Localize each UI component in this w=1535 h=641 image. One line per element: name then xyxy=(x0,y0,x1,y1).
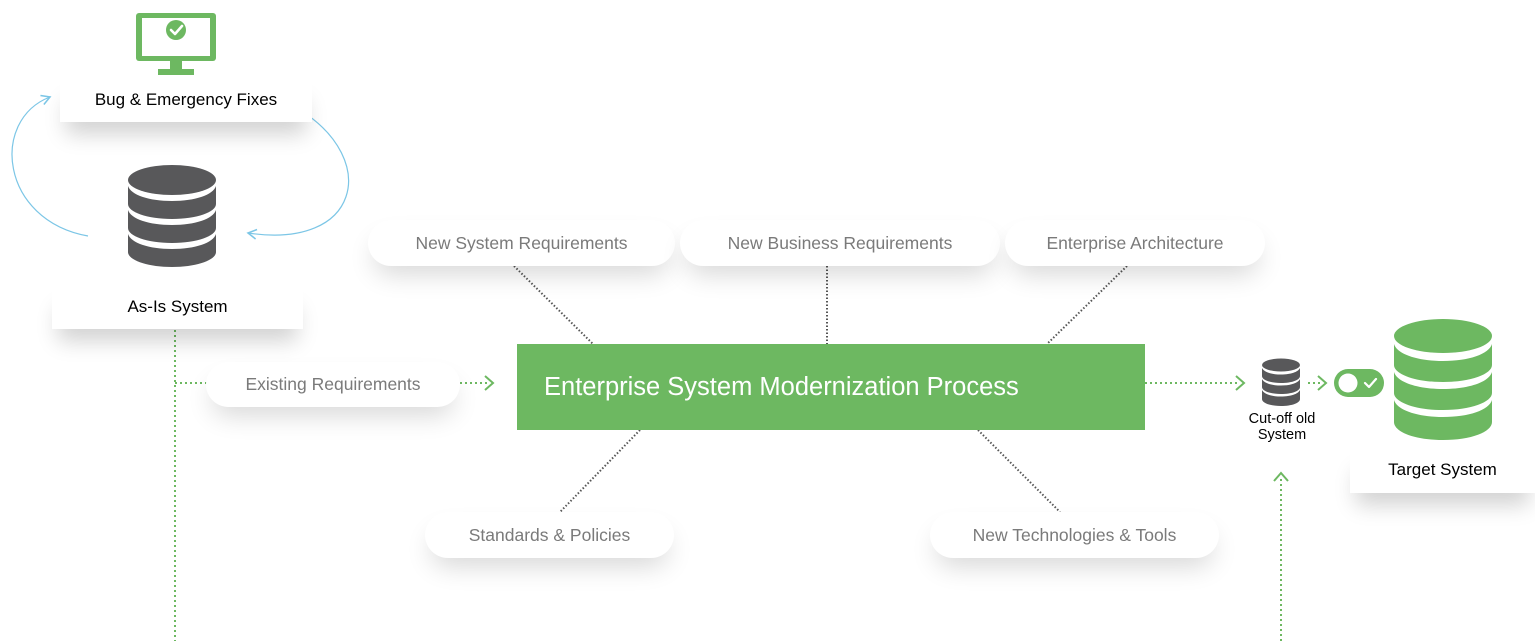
arrowhead-to-toggle xyxy=(1317,375,1328,391)
connector-enterprise-arch xyxy=(1046,265,1128,345)
enterprise-architecture-pill: Enterprise Architecture xyxy=(1005,220,1265,266)
target-system-label: Target System xyxy=(1350,447,1535,493)
connector-standards xyxy=(559,429,641,513)
cutoff-label: Cut-off old System xyxy=(1222,411,1342,443)
arrowhead-to-cutoff xyxy=(1235,375,1246,391)
new-system-requirements-pill: New System Requirements xyxy=(368,220,675,266)
new-technologies-tools-pill: New Technologies & Tools xyxy=(930,512,1219,558)
arrowhead-to-process xyxy=(484,375,495,391)
toggle-on-icon xyxy=(1334,369,1384,397)
as-is-database-icon xyxy=(128,165,216,267)
target-database-icon xyxy=(1394,319,1492,440)
modernization-process-box: Enterprise System Modernization Process xyxy=(517,344,1145,430)
cutoff-label-line2: System xyxy=(1257,427,1307,443)
as-is-system-label: As-Is System xyxy=(52,284,303,329)
cycle-arrow-right xyxy=(246,109,350,240)
connector-system-req xyxy=(513,265,594,345)
cutoff-label-line1: Cut-off old xyxy=(1248,411,1316,427)
arrowhead-up-cutoff xyxy=(1273,471,1289,482)
bug-emergency-fixes-label: Bug & Emergency Fixes xyxy=(60,77,312,122)
existing-requirements-pill: Existing Requirements xyxy=(206,362,460,407)
new-business-requirements-pill: New Business Requirements xyxy=(680,220,1000,266)
connector-new-tech xyxy=(977,429,1061,513)
cutoff-database-icon xyxy=(1262,358,1300,406)
standards-policies-pill: Standards & Policies xyxy=(425,512,674,558)
cycle-arrow-left xyxy=(11,94,89,237)
monitor-check-icon xyxy=(136,13,216,75)
